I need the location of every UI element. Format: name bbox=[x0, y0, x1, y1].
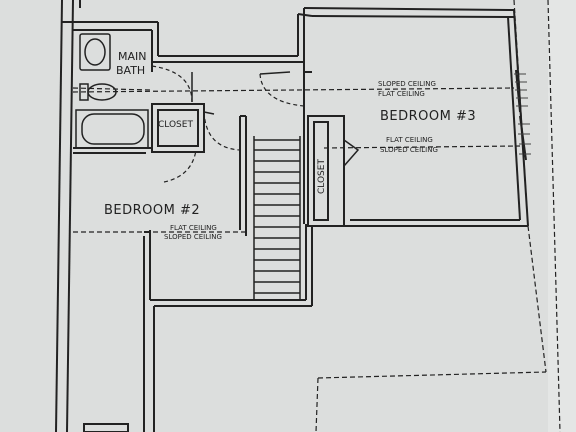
bath-closet-outline bbox=[151, 103, 205, 153]
bathtub-outline bbox=[75, 109, 149, 149]
lower-boundary-right bbox=[527, 225, 547, 373]
bedroom2-label: BEDROOM #2 bbox=[104, 203, 200, 218]
ceiling-top-sloped-label: SLOPED CEILING bbox=[378, 80, 436, 88]
vertical-closet-label: CLOSET bbox=[317, 159, 327, 194]
bath-sink-counter bbox=[79, 33, 111, 71]
notch-top-link bbox=[297, 13, 313, 17]
left-outer-wall bbox=[55, 0, 63, 432]
lower-boundary-bottom bbox=[317, 371, 547, 379]
bath-sink-bowl bbox=[84, 38, 106, 66]
ceiling-mid-sloped-label: SLOPED CEILING bbox=[380, 146, 438, 154]
ceiling-b2-flat-label: FLAT CEILING bbox=[170, 224, 217, 232]
bedroom3-door-leaf bbox=[259, 71, 291, 75]
bedroom3-door-swing bbox=[259, 73, 305, 107]
bedroom3-label: BEDROOM #3 bbox=[380, 109, 476, 124]
bathtub-basin bbox=[81, 113, 145, 145]
main-bath-label-line1: MAIN bbox=[118, 50, 147, 63]
closet-door-leaf bbox=[203, 111, 215, 115]
ceiling-mid-flat-label: FLAT CEILING bbox=[386, 136, 433, 144]
bath-door-swing bbox=[151, 65, 193, 103]
bath-toilet-tank bbox=[79, 83, 89, 101]
bifold-door bbox=[343, 139, 360, 167]
paper-right-sheet bbox=[548, 0, 576, 432]
window-mark-1 bbox=[515, 69, 521, 113]
ceiling-line-mid bbox=[323, 145, 521, 149]
bottom-door-strip bbox=[83, 423, 129, 432]
ceiling-line-top bbox=[72, 87, 515, 93]
bath-closet-inner bbox=[157, 109, 199, 147]
bath-closet-label: CLOSET bbox=[158, 120, 193, 130]
closet-door-swing bbox=[203, 111, 241, 151]
vertical-closet-inner bbox=[313, 121, 329, 221]
main-bath-label-line2: BATH bbox=[116, 64, 145, 77]
ceiling-top-flat-label: FLAT CEILING bbox=[378, 90, 425, 98]
page-right-edge bbox=[547, 0, 561, 432]
bedroom3-top-inner bbox=[311, 15, 515, 18]
ceiling-b2-sloped-label: SLOPED CEILING bbox=[164, 233, 222, 241]
bedroom2-door-swing bbox=[163, 149, 197, 183]
top-right-boundary bbox=[513, 0, 529, 227]
left-inner-wall bbox=[66, 0, 74, 432]
lower-boundary-left bbox=[315, 377, 319, 432]
ceiling-line-top-left bbox=[72, 87, 153, 91]
bedroom3-top-wall bbox=[303, 7, 515, 11]
bedroom3-right-inner bbox=[507, 16, 521, 221]
